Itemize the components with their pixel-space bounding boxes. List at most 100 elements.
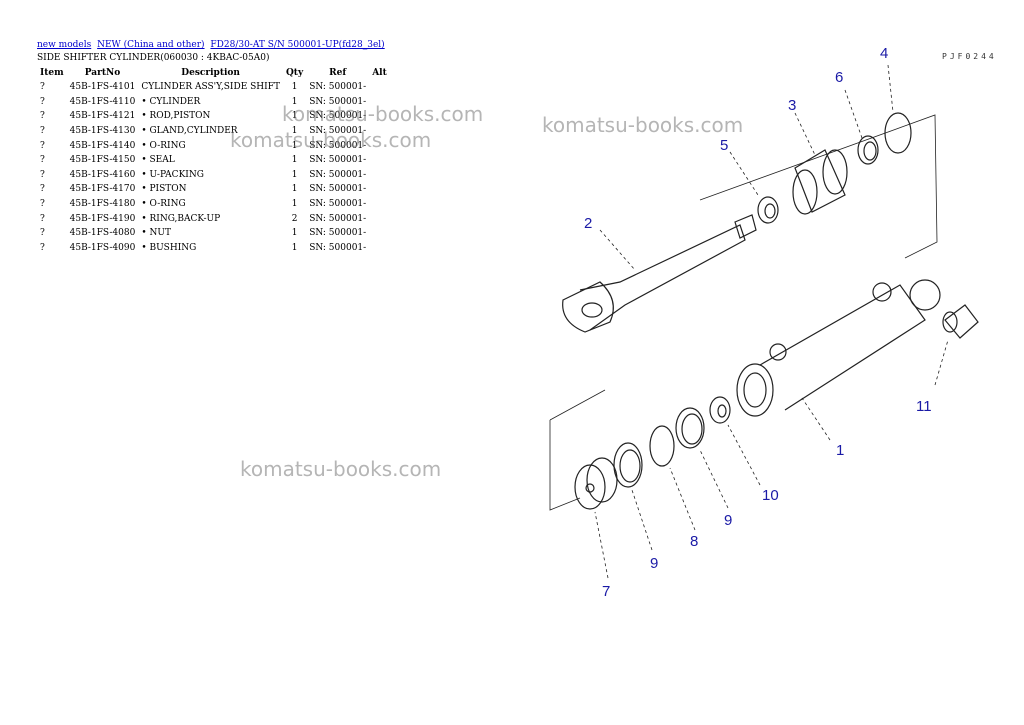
- cell-item: ?: [40, 155, 45, 166]
- cell-ref: SN: 500001-: [309, 140, 367, 151]
- callout-7: 7: [602, 583, 610, 600]
- table-row: ? 45B-1FS-4121 • ROD,PISTON 1 SN: 500001-: [37, 109, 390, 124]
- cell-partno: 45B-1FS-4101: [69, 82, 136, 93]
- cell-partno: 45B-1FS-4170: [69, 184, 136, 195]
- cell-partno: 45B-1FS-4180: [69, 199, 136, 210]
- cell-item: ?: [40, 242, 45, 253]
- cell-qty: 1: [291, 184, 298, 195]
- cell-alt: [369, 241, 390, 256]
- callout-10: 10: [762, 487, 779, 504]
- cell-description: • SEAL: [141, 155, 175, 166]
- cell-description: • U-PACKING: [141, 169, 204, 180]
- cell-qty: 1: [291, 140, 298, 151]
- cell-partno: 45B-1FS-4150: [69, 155, 136, 166]
- cell-qty: 1: [291, 82, 298, 93]
- breadcrumb-link-model[interactable]: FD28/30-AT S/N 500001-UP(fd28_3el): [210, 40, 385, 50]
- cell-alt: [369, 197, 390, 212]
- cell-item: ?: [40, 169, 45, 180]
- breadcrumb-link-new-models[interactable]: new models: [37, 40, 92, 50]
- cell-alt: [369, 80, 390, 95]
- cell-alt: [369, 124, 390, 139]
- cell-qty: 1: [291, 155, 298, 166]
- parts-table: Item PartNo Description Qty Ref Alt ? 45B…: [37, 66, 390, 255]
- cell-description: • CYLINDER: [141, 96, 201, 107]
- diagram-code: PJF0244: [942, 52, 997, 61]
- callout-1: 1: [836, 442, 844, 459]
- callout-8: 8: [690, 533, 698, 550]
- cell-item: ?: [40, 140, 45, 151]
- cell-ref: SN: 500001-: [309, 82, 367, 93]
- page-title: SIDE SHIFTER CYLINDER(060030 : 4KBAC-05A…: [37, 53, 270, 63]
- cell-qty: 1: [291, 242, 298, 253]
- cell-partno: 45B-1FS-4110: [69, 96, 136, 107]
- cell-alt: [369, 95, 390, 110]
- cell-item: ?: [40, 126, 45, 137]
- breadcrumb: new models NEW (China and other) FD28/30…: [37, 40, 388, 50]
- cell-description: • O-RING: [141, 140, 186, 151]
- col-description: Description: [181, 68, 240, 78]
- cell-alt: [369, 153, 390, 168]
- cell-item: ?: [40, 199, 45, 210]
- cell-qty: 1: [291, 169, 298, 180]
- table-row: ? 45B-1FS-4090 • BUSHING 1 SN: 500001-: [37, 241, 390, 256]
- exploded-parts-diagram: 1 2 3 4 5 6 7 8 9 9 10 11: [549, 45, 979, 600]
- cell-description: • ROD,PISTON: [141, 111, 211, 122]
- callout-6: 6: [835, 69, 843, 86]
- cell-qty: 2: [291, 213, 298, 224]
- cell-qty: 1: [291, 199, 298, 210]
- cell-alt: [369, 138, 390, 153]
- col-alt: Alt: [372, 68, 387, 78]
- table-row: ? 45B-1FS-4080 • NUT 1 SN: 500001-: [37, 226, 390, 241]
- cell-ref: SN: 500001-: [309, 169, 367, 180]
- callout-3: 3: [788, 97, 796, 114]
- cell-ref: SN: 500001-: [309, 199, 367, 210]
- cell-alt: [369, 109, 390, 124]
- cell-partno: 45B-1FS-4080: [69, 228, 136, 239]
- table-row: ? 45B-1FS-4150 • SEAL 1 SN: 500001-: [37, 153, 390, 168]
- cell-partno: 45B-1FS-4121: [69, 111, 136, 122]
- cell-ref: SN: 500001-: [309, 96, 367, 107]
- cell-partno: 45B-1FS-4130: [69, 126, 136, 137]
- breadcrumb-link-region[interactable]: NEW (China and other): [97, 40, 205, 50]
- cell-alt: [369, 211, 390, 226]
- cell-ref: SN: 500001-: [309, 242, 367, 253]
- cell-qty: 1: [291, 228, 298, 239]
- col-ref: Ref: [329, 68, 347, 78]
- cell-description: • PISTON: [141, 184, 187, 195]
- cell-ref: SN: 500001-: [309, 228, 367, 239]
- cell-item: ?: [40, 184, 45, 195]
- callout-11: 11: [916, 398, 932, 415]
- table-header: Item PartNo Description Qty Ref Alt: [37, 66, 390, 80]
- cell-alt: [369, 182, 390, 197]
- cell-partno: 45B-1FS-4140: [69, 140, 136, 151]
- cell-item: ?: [40, 213, 45, 224]
- table-row: ? 45B-1FS-4180 • O-RING 1 SN: 500001-: [37, 197, 390, 212]
- cell-description: • O-RING: [141, 199, 186, 210]
- cell-ref: SN: 500001-: [309, 126, 367, 137]
- cell-ref: SN: 500001-: [309, 184, 367, 195]
- cell-alt: [369, 168, 390, 183]
- cell-item: ?: [40, 96, 45, 107]
- cell-partno: 45B-1FS-4190: [69, 213, 136, 224]
- cell-ref: SN: 500001-: [309, 155, 367, 166]
- cell-description: • BUSHING: [141, 242, 197, 253]
- cell-item: ?: [40, 228, 45, 239]
- callout-2: 2: [584, 215, 592, 232]
- callout-9b: 9: [724, 512, 732, 529]
- cell-description: • NUT: [141, 228, 171, 239]
- cell-description: CYLINDER ASS'Y,SIDE SHIFT: [141, 82, 280, 93]
- cell-ref: SN: 500001-: [309, 213, 367, 224]
- col-partno: PartNo: [84, 68, 121, 78]
- cell-qty: 1: [291, 111, 298, 122]
- cell-ref: SN: 500001-: [309, 111, 367, 122]
- cell-item: ?: [40, 111, 45, 122]
- callout-5: 5: [720, 137, 728, 154]
- col-item: Item: [40, 68, 64, 78]
- cell-partno: 45B-1FS-4090: [69, 242, 136, 253]
